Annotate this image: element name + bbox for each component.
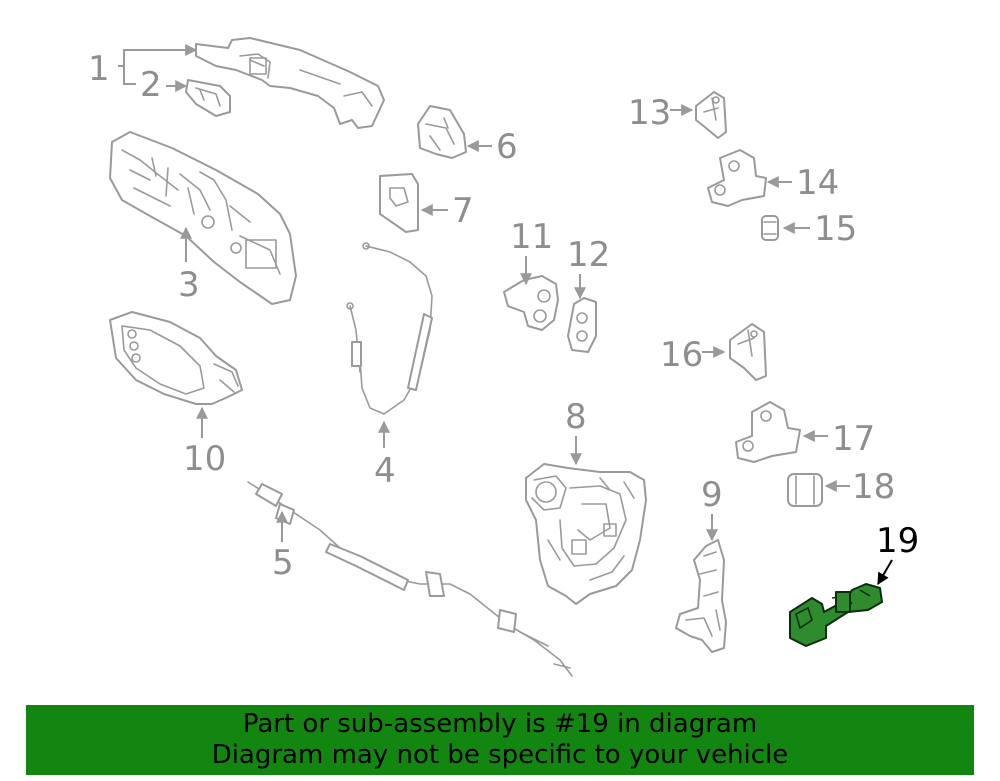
part-10-interior-handle[interactable] [109, 311, 243, 405]
part-18-bushing[interactable] [787, 473, 823, 507]
callout-11: 11 [510, 217, 553, 257]
part-2-handle-gasket[interactable] [185, 79, 231, 117]
callout-1: 1 [88, 49, 110, 89]
callout-8-group: 8 [565, 397, 587, 466]
callout-4: 4 [374, 451, 396, 491]
callout-9: 9 [701, 475, 723, 515]
callout-12: 12 [567, 235, 610, 275]
callout-14: 14 [796, 163, 839, 203]
callout-10: 10 [183, 439, 226, 479]
callout-12-group: 12 [567, 235, 610, 300]
callout-19-group: 19 [876, 521, 919, 586]
banner-line-1: Part or sub-assembly is #19 in diagram [242, 709, 758, 739]
callout-3-group: 3 [178, 226, 200, 305]
part-4-cable[interactable] [346, 242, 433, 415]
callout-8: 8 [565, 397, 587, 437]
callout-4-group: 4 [374, 420, 396, 491]
part-13-hinge[interactable] [695, 91, 727, 139]
callout-11-group: 11 [510, 217, 553, 286]
callout-1-group: 1 [88, 44, 198, 89]
parts-diagram: 1 2 3 4 [88, 37, 919, 677]
callout-9-group: 9 [701, 475, 723, 542]
part-9-bracket[interactable] [675, 539, 727, 653]
part-12-shim[interactable] [567, 297, 597, 353]
callout-15-group: 15 [782, 209, 857, 249]
callout-5-group: 5 [272, 510, 294, 583]
callout-13: 13 [628, 93, 671, 133]
callout-6: 6 [496, 127, 518, 167]
callout-2-group: 2 [140, 65, 188, 105]
part-17-hinge[interactable] [735, 401, 801, 463]
callout-2: 2 [140, 65, 162, 105]
callout-17-group: 17 [802, 419, 875, 459]
callout-3: 3 [178, 265, 200, 305]
part-15-bushing[interactable] [761, 215, 779, 241]
part-14-hinge[interactable] [707, 149, 767, 207]
banner-line-2: Diagram may not be specific to your vehi… [211, 740, 789, 770]
callout-18: 18 [852, 467, 895, 507]
part-1-exterior-handle[interactable] [195, 37, 385, 129]
part-5-cable[interactable] [247, 481, 573, 677]
callout-7-group: 7 [420, 191, 474, 231]
part-11-striker-plate[interactable] [503, 275, 559, 331]
callout-14-group: 14 [766, 163, 839, 203]
callout-16-group: 16 [660, 335, 726, 375]
part-6-bracket[interactable] [417, 105, 467, 159]
callout-19: 19 [876, 521, 919, 561]
callout-13-group: 13 [628, 93, 694, 133]
callout-17: 17 [832, 419, 875, 459]
part-3-handle-bracket[interactable] [109, 131, 297, 305]
info-banner: Part or sub-assembly is #19 in diagram D… [26, 705, 974, 775]
callout-6-group: 6 [466, 127, 518, 167]
part-16-hinge[interactable] [729, 323, 767, 381]
part-8-latch[interactable] [525, 463, 647, 605]
callout-5: 5 [272, 543, 294, 583]
part-19-door-check[interactable] [789, 583, 883, 647]
callout-16: 16 [660, 335, 703, 375]
callout-10-group: 10 [183, 406, 226, 479]
callout-7: 7 [452, 191, 474, 231]
part-7-gasket[interactable] [379, 173, 419, 233]
callout-15: 15 [814, 209, 857, 249]
callout-18-group: 18 [824, 467, 895, 507]
